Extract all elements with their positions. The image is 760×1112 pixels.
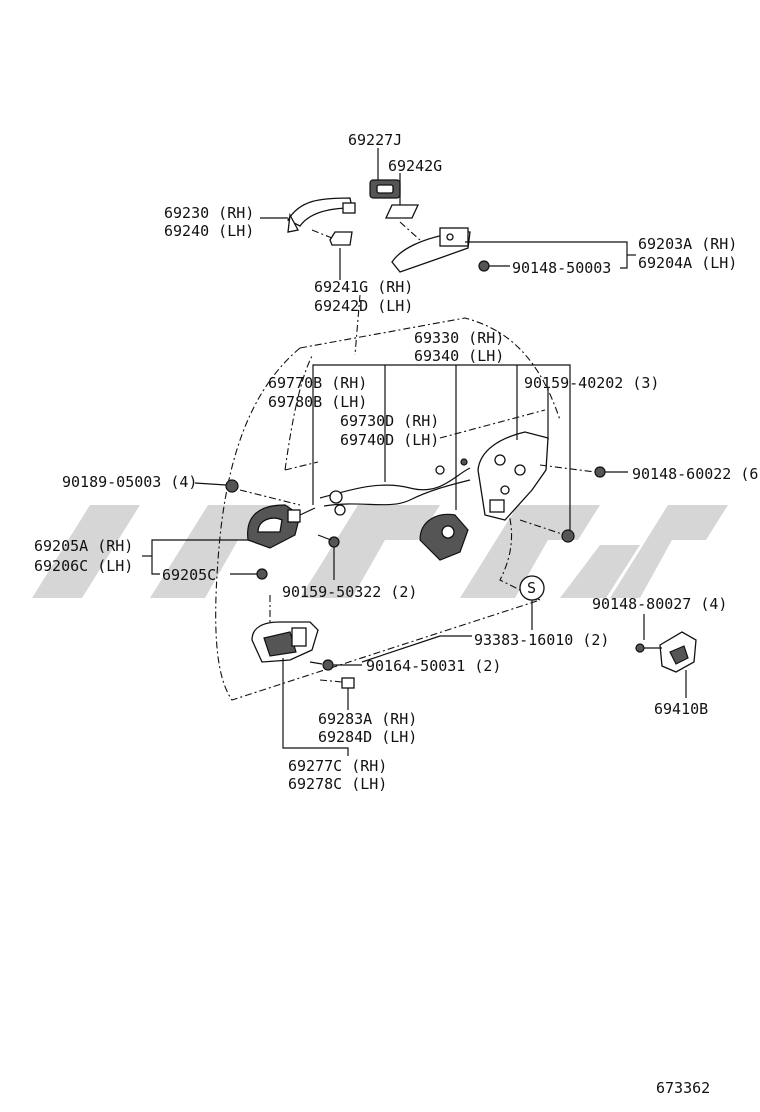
label-90148-60022: 90148-60022 (6) <box>632 465 760 483</box>
label-69206c: 69206C (LH) <box>34 557 133 575</box>
door-striker <box>635 614 697 698</box>
label-69227j: 69227J <box>348 131 402 149</box>
leader-69330 <box>312 364 571 535</box>
screws-right <box>460 458 628 543</box>
label-69230: 69230 (RH) <box>164 204 254 222</box>
label-69283a: 69283A (RH) <box>318 710 417 728</box>
label-69242d: 69242D (LH) <box>314 297 413 315</box>
label-69241g: 69241G (RH) <box>314 278 413 296</box>
label-69410b: 69410B <box>654 700 708 718</box>
label-90189-05003: 90189-05003 (4) <box>62 473 197 491</box>
label-69205a: 69205A (RH) <box>34 537 133 555</box>
leader-69203a <box>465 241 636 269</box>
label-90148-80027: 90148-80027 (4) <box>592 595 727 613</box>
label-673362: 673362 <box>656 1079 710 1097</box>
callout-labels: 69227J 69242G 69230 (RH) 69240 (LH) 6920… <box>34 131 760 1097</box>
label-69203a: 69203A (RH) <box>638 235 737 253</box>
label-69780b: 69780B (LH) <box>268 393 367 411</box>
label-69730d: 69730D (RH) <box>340 412 439 430</box>
leader-69277c <box>282 658 349 756</box>
label-90159-40202: 90159-40202 (3) <box>524 374 659 392</box>
label-69770b: 69770B (RH) <box>268 374 367 392</box>
label-69204a: 69204A (LH) <box>638 254 737 272</box>
outside-handle <box>287 197 356 233</box>
label-93383-16010: 93383-16010 (2) <box>474 631 609 649</box>
leader-69205a <box>151 539 248 575</box>
label-69278c: 69278C (LH) <box>288 775 387 793</box>
pad-69242g <box>384 204 420 219</box>
door-lock-assembly <box>477 431 549 521</box>
watermark <box>32 505 728 598</box>
label-69242g: 69242G <box>388 157 442 175</box>
label-90159-50322: 90159-50322 (2) <box>282 583 417 601</box>
pad-69241g <box>311 229 353 246</box>
label-69277c: 69277C (RH) <box>288 757 387 775</box>
screws-left <box>194 479 340 580</box>
lock-actuator <box>419 513 469 561</box>
handle-frame <box>391 221 510 273</box>
s-marker <box>519 575 545 630</box>
key-cylinder-cover <box>369 179 401 199</box>
label-69284d: 69284D (LH) <box>318 728 417 746</box>
label-90164-50031: 90164-50031 (2) <box>366 657 501 675</box>
label-69340: 69340 (LH) <box>414 347 504 365</box>
label-69740d: 69740D (LH) <box>340 431 439 449</box>
label-s: S <box>527 579 536 597</box>
door-outline <box>215 294 561 701</box>
label-69330: 69330 (RH) <box>414 329 504 347</box>
inside-handle <box>247 504 316 549</box>
screws-bottom <box>309 635 472 710</box>
label-69205c: 69205C <box>162 566 216 584</box>
label-69240: 69240 (LH) <box>164 222 254 240</box>
cables <box>319 465 471 516</box>
inside-handle-bezel <box>251 621 319 663</box>
label-90148-50003: 90148-50003 <box>512 259 611 277</box>
